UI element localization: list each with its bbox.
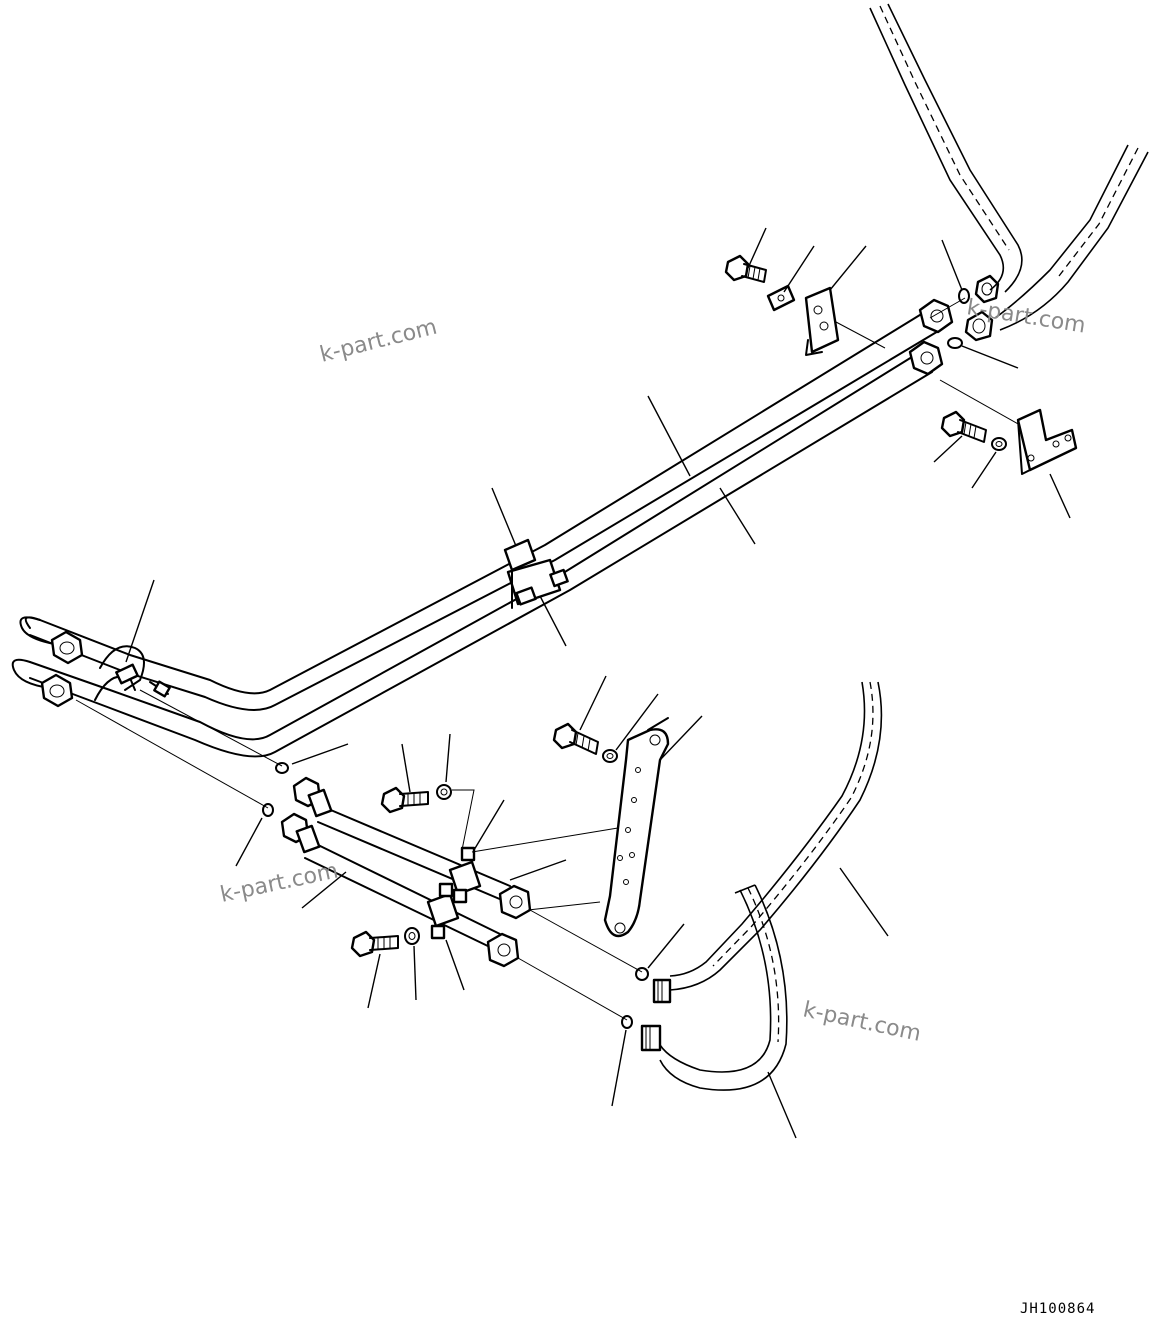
o-ring-icon <box>635 967 649 981</box>
upper-tube-assembly <box>11 298 954 758</box>
watermark-text: k-part.com <box>801 997 923 1046</box>
support-bracket-right <box>1016 408 1078 475</box>
bolt-icon <box>350 930 399 958</box>
washer-icon <box>404 927 420 945</box>
middle-fasteners <box>350 717 670 958</box>
left-clamp <box>94 645 171 701</box>
o-ring-icon <box>262 803 274 817</box>
middle-clamp <box>503 538 569 609</box>
o-ring-icon <box>947 337 963 349</box>
drawing-code: JH100864 <box>1020 1301 1095 1317</box>
support-bracket-vertical <box>603 717 670 938</box>
hex-nut-icon <box>280 812 321 854</box>
o-ring-icon <box>958 288 970 304</box>
hex-nut-right-lower <box>908 340 944 376</box>
hex-nut-left-upper <box>50 630 84 665</box>
hose-fitting-icon <box>964 310 994 342</box>
lock-plate-icon <box>766 284 796 312</box>
washer-icon <box>602 749 618 763</box>
hex-nut-icon <box>292 776 333 818</box>
hex-nut-left-lower <box>40 673 74 708</box>
hex-nut-icon <box>498 884 532 920</box>
washer-icon <box>436 784 452 800</box>
o-ring-icon <box>621 1015 633 1029</box>
upper-right-bracket-group <box>724 254 886 356</box>
watermark-text: k-part.com <box>317 315 439 368</box>
leader-lines <box>125 227 1071 1139</box>
hex-nut-right-upper <box>918 298 954 334</box>
tube-clamp-icon <box>426 882 460 940</box>
bolt-icon <box>380 786 429 814</box>
hose-fitting-icon <box>652 978 672 1004</box>
washer-icon <box>991 437 1007 451</box>
upper-right-fittings <box>869 3 1149 426</box>
hose-fitting-icon <box>640 1024 662 1052</box>
bolt-icon <box>552 722 599 755</box>
tube-clamp-icon <box>448 846 482 904</box>
o-ring-icon <box>275 762 289 774</box>
hex-nut-icon <box>486 932 520 968</box>
right-bracket-group <box>940 408 1078 475</box>
support-bracket-upper <box>804 286 840 356</box>
bolt-icon <box>940 410 987 443</box>
lower-tube-assembly <box>75 689 649 1029</box>
bolt-icon <box>724 254 767 283</box>
lower-right-hoses <box>640 681 883 1091</box>
